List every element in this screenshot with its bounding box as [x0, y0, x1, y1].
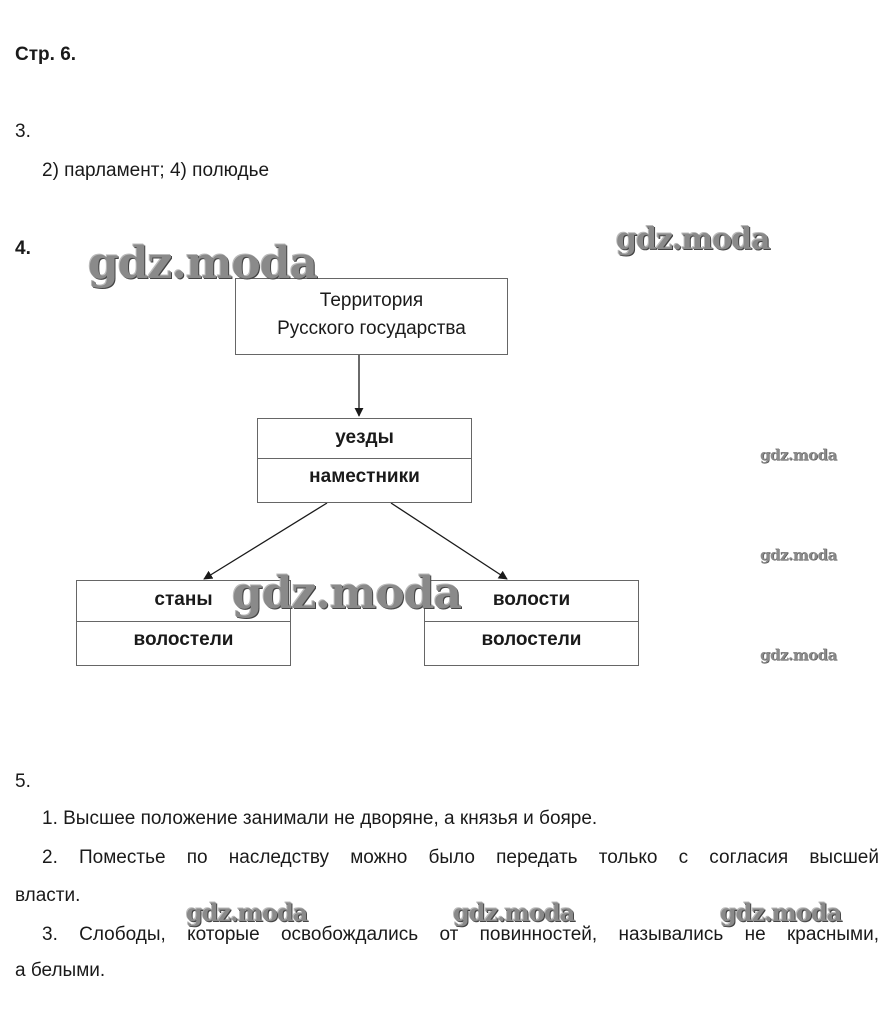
question-4-number: 4.	[15, 238, 31, 259]
left-official: волостели	[133, 629, 234, 650]
answer-item-3: 3. Слободы, которые освобождались от пов…	[42, 924, 879, 945]
diagram-right-box: волости волостели	[424, 580, 639, 666]
divider	[258, 458, 471, 459]
watermark: gdz.moda	[186, 898, 308, 927]
divider	[425, 621, 638, 622]
watermark: gdz.moda	[453, 898, 575, 927]
middle-official: наместники	[309, 466, 420, 487]
watermark: gdz.moda	[760, 546, 837, 564]
left-unit: станы	[154, 589, 213, 610]
diagram-root-box: Территория Русского государства	[235, 278, 508, 355]
diagram-middle-box: уезды наместники	[257, 418, 472, 503]
watermark: gdz.moda	[232, 568, 462, 619]
watermark: gdz.moda	[760, 646, 837, 664]
root-line-2: Русского государства	[277, 318, 466, 339]
question-3-answer: 2) парламент; 4) полюдье	[42, 160, 270, 181]
question-5-number: 5.	[15, 771, 31, 792]
watermark: gdz.moda	[88, 238, 318, 289]
question-3-number: 3.	[15, 121, 31, 142]
watermark: gdz.moda	[616, 222, 771, 257]
watermark: gdz.moda	[760, 446, 837, 464]
watermark: gdz.moda	[720, 898, 842, 927]
answer-item-2: 2. Поместье по наследству можно было пер…	[42, 847, 879, 868]
diagram-left-box: станы волостели	[76, 580, 291, 666]
right-official: волостели	[481, 629, 582, 650]
page-title: Стр. 6.	[15, 44, 77, 65]
middle-unit: уезды	[335, 427, 394, 448]
answer-item-2-cont: власти.	[15, 885, 81, 906]
root-line-1: Территория	[319, 290, 424, 311]
answer-item-3-cont: а белыми.	[15, 960, 106, 981]
divider	[77, 621, 290, 622]
right-unit: волости	[492, 589, 571, 610]
answer-item-1: 1. Высшее положение занимали не дворяне,…	[42, 808, 598, 829]
